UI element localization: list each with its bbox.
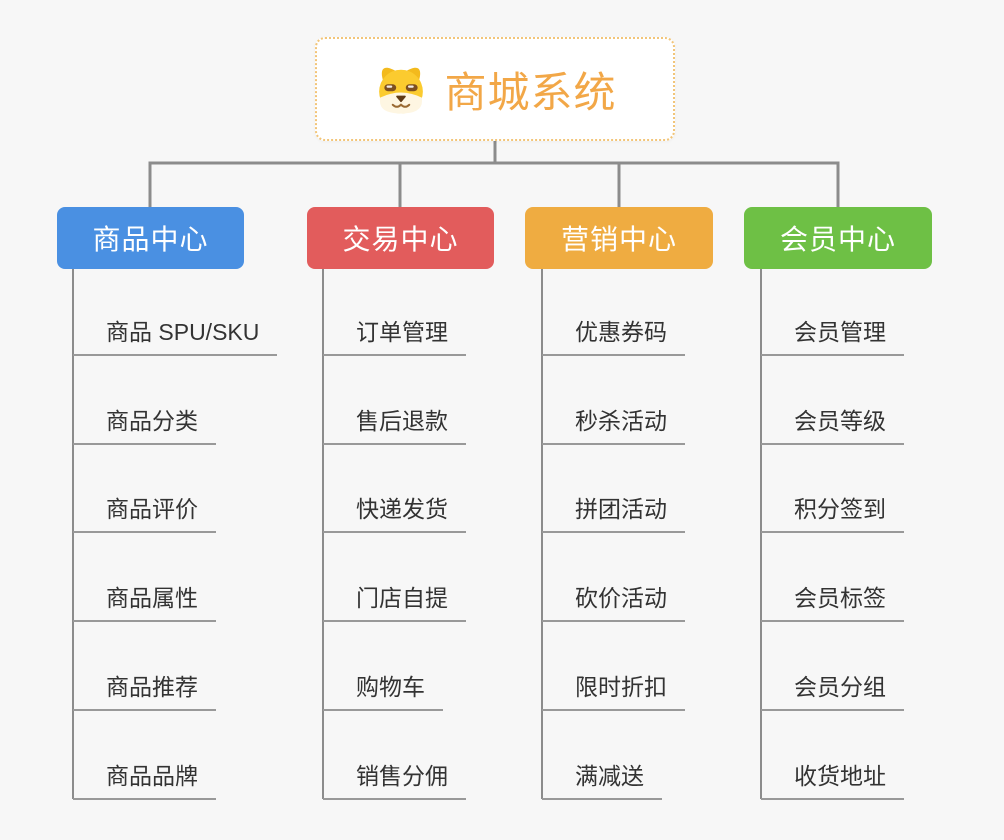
leaf-node[interactable]: 售后退款 (323, 407, 466, 445)
leaf-node[interactable]: 购物车 (323, 673, 443, 711)
leaf-node[interactable]: 会员等级 (761, 407, 904, 445)
leaf-node[interactable]: 积分签到 (761, 495, 904, 533)
branch-node-marketing-center[interactable]: 营销中心 (525, 207, 713, 269)
leaf-node[interactable]: 会员标签 (761, 584, 904, 622)
branch-node-member-center[interactable]: 会员中心 (744, 207, 932, 269)
leaf-node[interactable]: 砍价活动 (542, 584, 685, 622)
leaf-node[interactable]: 会员分组 (761, 673, 904, 711)
leaf-node[interactable]: 门店自提 (323, 584, 466, 622)
leaf-node[interactable]: 秒杀活动 (542, 407, 685, 445)
leaf-node[interactable]: 拼团活动 (542, 495, 685, 533)
leaf-node[interactable]: 销售分佣 (323, 762, 466, 800)
leaf-node[interactable]: 商品分类 (73, 407, 216, 445)
leaf-node[interactable]: 快递发货 (323, 495, 466, 533)
leaf-node[interactable]: 限时折扣 (542, 673, 685, 711)
leaf-node[interactable]: 收货地址 (761, 762, 904, 800)
leaf-node[interactable]: 订单管理 (323, 318, 466, 356)
leaf-node[interactable]: 商品属性 (73, 584, 216, 622)
branch-label: 会员中心 (779, 224, 896, 255)
leaf-node[interactable]: 商品推荐 (73, 673, 216, 711)
root-node[interactable]: 商城系统 (315, 37, 675, 141)
leaf-node[interactable]: 满减送 (542, 762, 662, 800)
branch-label: 商品中心 (92, 224, 209, 255)
root-node-label: 商城系统 (444, 68, 617, 116)
leaf-node[interactable]: 商品品牌 (73, 762, 216, 800)
branch-label: 营销中心 (560, 224, 677, 255)
dog-face-icon (373, 61, 429, 117)
leaf-node[interactable]: 商品 SPU/SKU (73, 318, 278, 356)
leaf-node[interactable]: 会员管理 (761, 318, 904, 356)
leaf-node[interactable]: 优惠券码 (542, 318, 685, 356)
branch-node-product-center[interactable]: 商品中心 (57, 207, 244, 269)
leaf-node[interactable]: 商品评价 (73, 495, 216, 533)
branch-node-trade-center[interactable]: 交易中心 (307, 207, 494, 269)
branch-label: 交易中心 (342, 224, 459, 255)
